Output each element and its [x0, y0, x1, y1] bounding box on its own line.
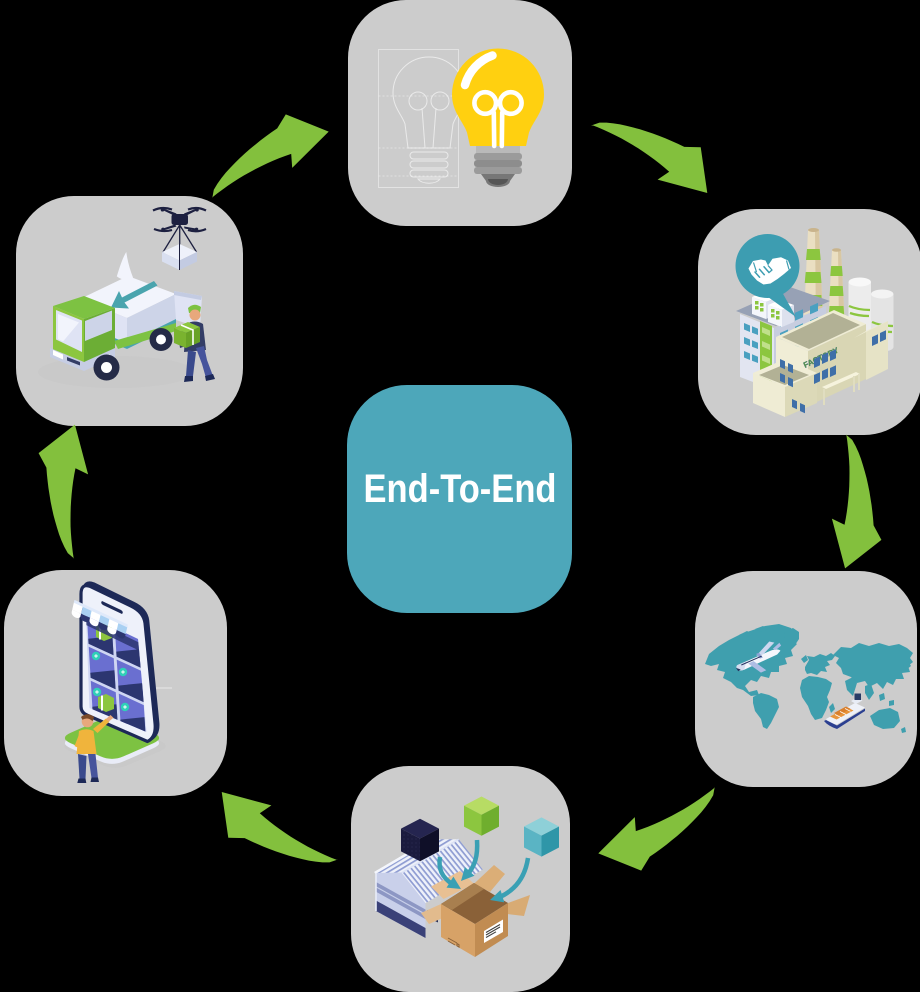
svg-text:End-To-End: End-To-End: [364, 467, 557, 511]
